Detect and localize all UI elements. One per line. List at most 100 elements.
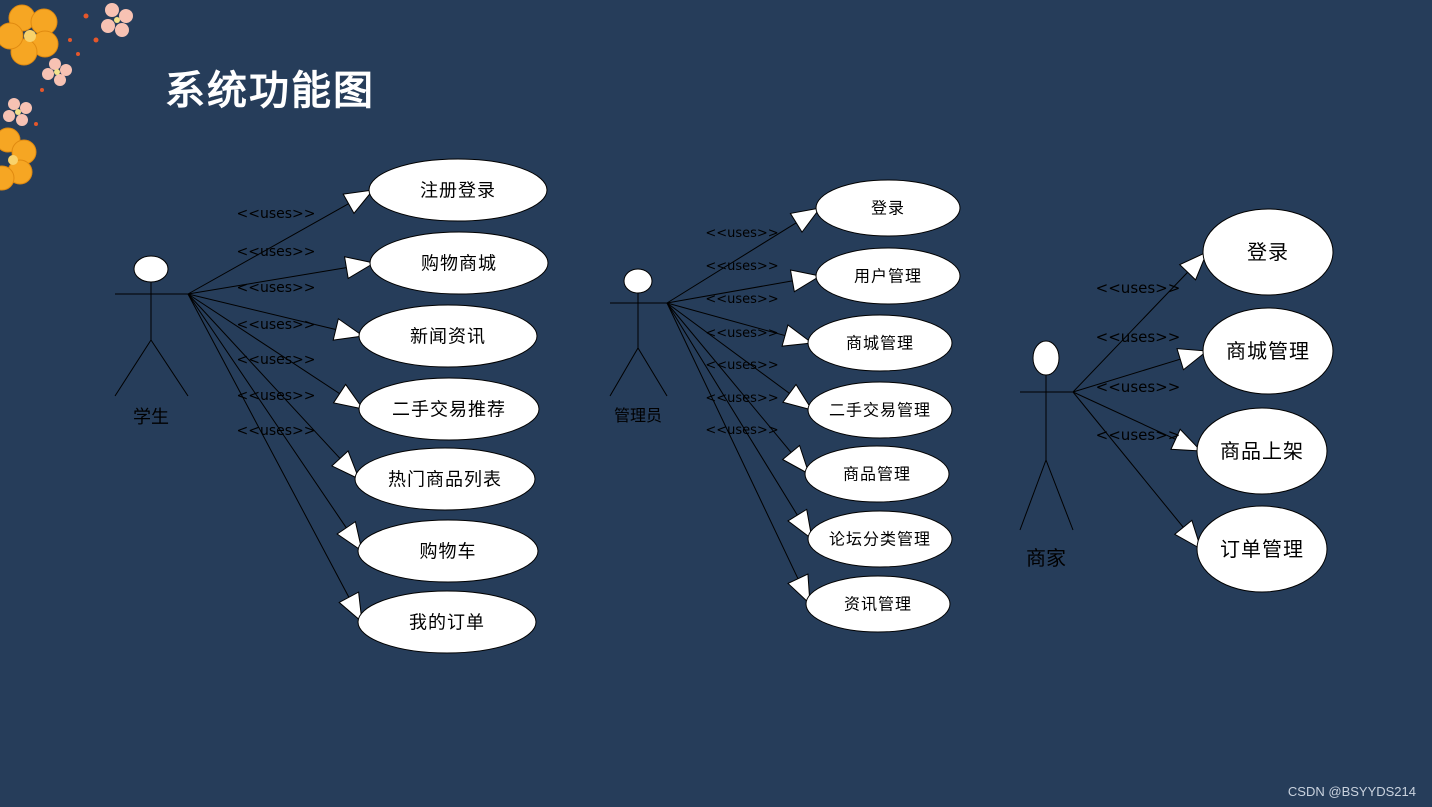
use-case-ellipse bbox=[815, 179, 961, 237]
association-line bbox=[187, 293, 350, 598]
actor-left-leg bbox=[114, 339, 152, 397]
uses-label: <<uses>> bbox=[1096, 328, 1181, 346]
association-line bbox=[187, 293, 341, 459]
arrow-head bbox=[332, 383, 365, 410]
use-case-ellipse bbox=[357, 519, 539, 583]
association-line bbox=[187, 293, 347, 529]
actor-head bbox=[623, 268, 653, 294]
uses-label: <<uses>> bbox=[237, 317, 316, 333]
use-case-label: 资讯管理 bbox=[844, 595, 912, 614]
association-line bbox=[1072, 391, 1176, 440]
use-case-label: 商品上架 bbox=[1220, 439, 1304, 463]
arrow-head bbox=[338, 591, 363, 624]
use-case-label: 购物商城 bbox=[421, 253, 497, 274]
use-case-ellipse bbox=[368, 158, 548, 222]
use-case-label: 论坛分类管理 bbox=[829, 530, 931, 549]
uses-label: <<uses>> bbox=[237, 280, 316, 296]
use-case-ellipse bbox=[1196, 505, 1328, 593]
uses-label: <<uses>> bbox=[1096, 426, 1181, 444]
association-line bbox=[1072, 358, 1181, 393]
use-case-ellipse bbox=[804, 445, 950, 503]
uses-label: <<uses>> bbox=[237, 244, 316, 260]
uses-label: <<uses>> bbox=[237, 423, 316, 439]
slide-title: 系统功能图 bbox=[165, 68, 375, 114]
association-line bbox=[1072, 391, 1184, 528]
use-case-label: 订单管理 bbox=[1220, 537, 1304, 561]
use-case-label: 用户管理 bbox=[854, 267, 922, 286]
association-line bbox=[666, 302, 790, 394]
use-case-ellipse bbox=[1196, 407, 1328, 495]
uses-label: <<uses>> bbox=[705, 259, 778, 274]
use-case-ellipse bbox=[807, 314, 953, 372]
use-case-label: 新闻资讯 bbox=[410, 326, 486, 347]
use-case-label: 商品管理 bbox=[843, 465, 911, 484]
use-case-ellipse bbox=[358, 304, 538, 368]
arrow-head bbox=[787, 573, 811, 606]
arrow-head bbox=[331, 450, 360, 481]
use-case-label: 注册登录 bbox=[420, 180, 496, 201]
uses-label: <<uses>> bbox=[237, 352, 316, 368]
use-case-label: 二手交易管理 bbox=[829, 401, 931, 420]
uses-label: <<uses>> bbox=[705, 423, 778, 438]
arrow-head bbox=[781, 324, 814, 347]
arrow-head bbox=[1170, 428, 1203, 452]
association-line bbox=[666, 280, 793, 304]
uses-label: <<uses>> bbox=[237, 388, 316, 404]
uses-label: <<uses>> bbox=[705, 326, 778, 341]
association-line bbox=[187, 293, 336, 330]
use-case-ellipse bbox=[807, 381, 953, 439]
arrow-head bbox=[1173, 519, 1202, 551]
actor-head bbox=[133, 255, 169, 283]
association-line bbox=[187, 267, 347, 295]
actor-right-leg bbox=[150, 339, 189, 397]
arrow-head bbox=[789, 269, 822, 293]
use-case-label: 购物车 bbox=[420, 541, 477, 562]
watermark: CSDN @BSYYDS214 bbox=[1287, 784, 1416, 799]
uses-label: <<uses>> bbox=[237, 206, 316, 222]
use-case-ellipse bbox=[1202, 307, 1334, 395]
uses-label: <<uses>> bbox=[705, 226, 778, 241]
use-case-ellipse bbox=[1202, 208, 1334, 296]
arrow-head bbox=[1176, 348, 1209, 371]
flower-decoration-icon bbox=[0, 3, 133, 191]
uses-label: <<uses>> bbox=[1096, 279, 1181, 297]
use-case-ellipse bbox=[815, 247, 961, 305]
arrow-head bbox=[343, 256, 376, 280]
uses-label: <<uses>> bbox=[705, 292, 778, 307]
arrow-head bbox=[782, 383, 814, 411]
actor-label: 学生 bbox=[133, 407, 169, 428]
use-case-label: 二手交易推荐 bbox=[392, 399, 506, 420]
uses-label: <<uses>> bbox=[1096, 378, 1181, 396]
actor-right-leg bbox=[1045, 459, 1074, 531]
use-case-ellipse bbox=[358, 377, 540, 441]
use-case-label: 商城管理 bbox=[846, 334, 914, 353]
association-line bbox=[666, 222, 797, 304]
actor-right-leg bbox=[637, 347, 668, 397]
use-case-label: 我的订单 bbox=[409, 612, 485, 633]
actor-label: 管理员 bbox=[614, 406, 662, 425]
actor-left-leg bbox=[609, 347, 639, 397]
use-case-ellipse bbox=[357, 590, 537, 654]
actor-head bbox=[1032, 340, 1060, 376]
use-case-ellipse bbox=[354, 447, 536, 511]
arrow-head bbox=[336, 520, 363, 553]
use-case-ellipse bbox=[369, 231, 549, 295]
arrow-head bbox=[781, 444, 810, 476]
uses-label: <<uses>> bbox=[705, 391, 778, 406]
arrow-head bbox=[332, 317, 365, 341]
arrow-head bbox=[1178, 251, 1208, 281]
use-case-label: 登录 bbox=[1247, 240, 1289, 264]
actor-label: 商家 bbox=[1026, 546, 1066, 570]
association-line bbox=[1072, 271, 1189, 393]
association-line bbox=[666, 302, 792, 453]
arrow-head bbox=[787, 508, 813, 541]
use-case-ellipse bbox=[807, 510, 953, 568]
actor-left-leg bbox=[1019, 459, 1047, 531]
use-case-label: 商城管理 bbox=[1226, 339, 1310, 363]
use-case-ellipse bbox=[805, 575, 951, 633]
association-line bbox=[187, 203, 349, 295]
association-line bbox=[666, 302, 786, 337]
arrow-head bbox=[342, 189, 375, 215]
